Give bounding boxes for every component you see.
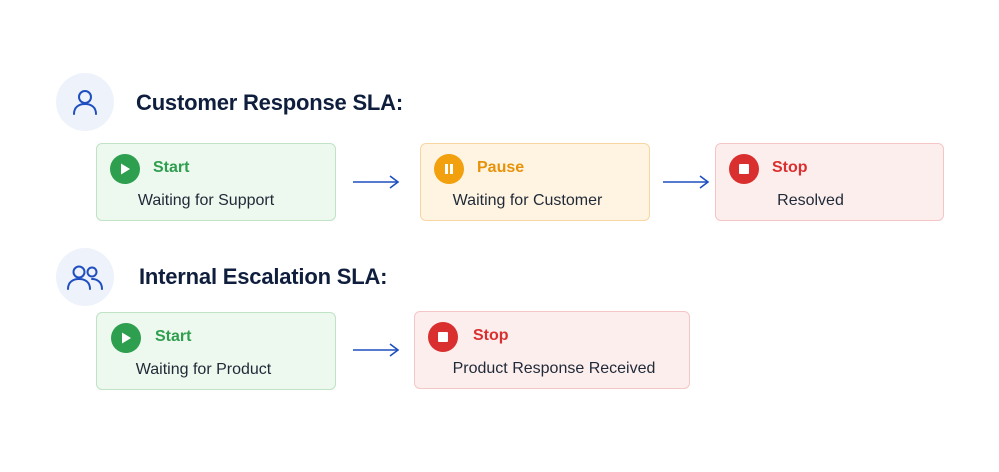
step-pause-waiting-for-customer: Pause Waiting for Customer	[420, 143, 650, 221]
users-icon	[67, 265, 103, 290]
user-icon	[73, 90, 97, 115]
team-avatar	[56, 248, 114, 306]
stop-icon	[428, 322, 458, 352]
stop-icon	[729, 154, 759, 184]
step-description: Waiting for Product	[135, 361, 272, 378]
arrow-right-icon	[663, 175, 710, 189]
play-icon	[110, 154, 140, 184]
step-start-waiting-for-product: Start Waiting for Product	[96, 312, 336, 390]
step-description: Waiting for Support	[137, 192, 275, 209]
play-icon	[111, 323, 141, 353]
section-title-customer-response: Customer Response SLA:	[136, 90, 403, 115]
step-stop-resolved: Stop Resolved	[715, 143, 944, 221]
arrow-right-icon	[353, 343, 400, 357]
step-state-label: Stop	[772, 159, 808, 176]
arrow-right-icon	[353, 175, 400, 189]
customer-avatar	[56, 73, 114, 131]
step-state-label: Start	[155, 328, 192, 345]
step-description: Resolved	[777, 192, 844, 209]
step-description: Waiting for Customer	[452, 192, 603, 209]
section-title-internal-escalation: Internal Escalation SLA:	[139, 264, 388, 289]
step-start-waiting-for-support: Start Waiting for Support	[96, 143, 336, 221]
step-state-label: Start	[153, 159, 190, 176]
step-description: Product Response Received	[452, 360, 656, 377]
step-state-label: Stop	[473, 327, 509, 344]
step-state-label: Pause	[477, 159, 525, 176]
step-stop-product-response-received: Stop Product Response Received	[414, 311, 690, 389]
pause-icon	[434, 154, 464, 184]
